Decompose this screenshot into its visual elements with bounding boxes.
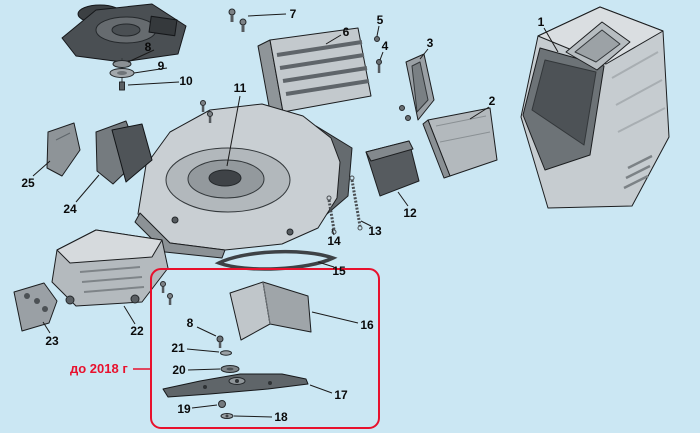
- bracket-24-illustration: [95, 120, 153, 185]
- pre-2018-highlight-box: [133, 268, 380, 429]
- pre-2018-note: до 2018 г: [70, 361, 128, 376]
- box-12-illustration: [365, 140, 420, 197]
- blade-hardware-illustration: [216, 335, 240, 419]
- blade-support-illustration: [160, 281, 312, 341]
- mower-deck-illustration: [134, 100, 353, 259]
- bolts-4-5-illustration: [374, 36, 382, 73]
- grass-catcher-illustration: [520, 6, 670, 209]
- bracket-25-illustration: [46, 122, 81, 177]
- springs-illustration: [326, 175, 363, 235]
- screws-7-illustration: [228, 8, 247, 32]
- engine-illustration: [61, 3, 187, 91]
- belt-illustration: [214, 249, 338, 271]
- bracket-23-illustration: [13, 282, 58, 332]
- blade-illustration: [162, 373, 309, 398]
- leader-lines: [32, 13, 559, 418]
- front-housing-illustration: [51, 229, 169, 307]
- rear-cover-illustration: [257, 27, 372, 118]
- bracket-3-illustration: [399, 53, 435, 121]
- side-panel-2-illustration: [422, 107, 498, 179]
